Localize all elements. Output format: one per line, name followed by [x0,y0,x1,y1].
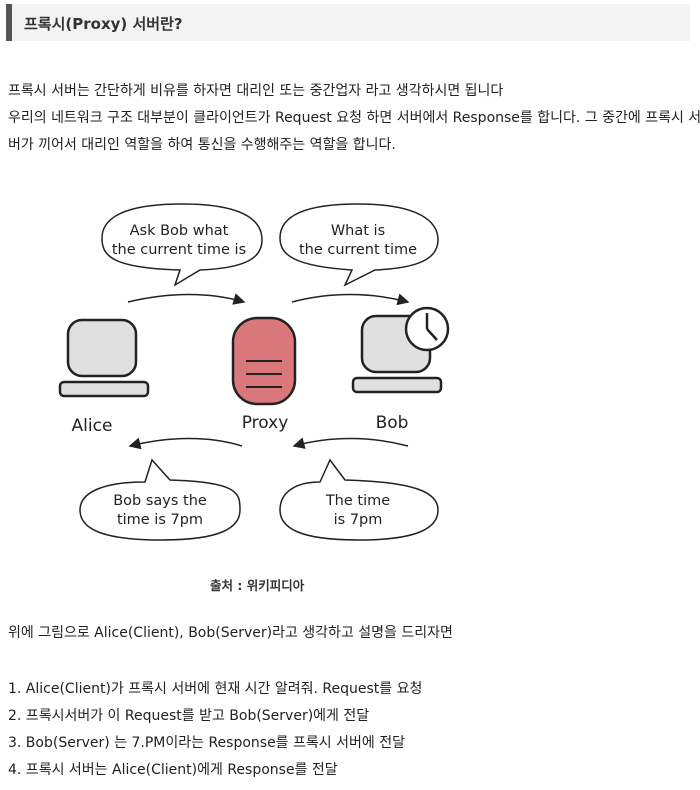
speech-bubble-proxy-request: What is the current time [279,203,439,287]
bob-label: Bob [376,413,409,433]
alice-label: Alice [72,416,113,436]
explain-text: 위에 그림으로 Alice(Client), Bob(Server)라고 생각하… [8,625,453,641]
speech-bubble-bob-response: The time is 7pm [279,458,439,541]
arrow-proxy-to-bob [291,293,410,306]
image-caption: 출처 : 위키피디아 [210,578,305,593]
bubble-proxy-request-line2: the current time [299,242,417,258]
arrow-bob-to-proxy [292,437,409,449]
alice-computer-icon [58,318,150,398]
arrow-proxy-to-alice [128,437,243,450]
proxy-server-icon [231,316,297,406]
proxy-label: Proxy [242,413,289,433]
speech-bubble-proxy-response: Bob says the time is 7pm [79,458,241,541]
bubble-alice-request-line1: Ask Bob what [130,223,229,239]
bubble-proxy-request-line1: What is [331,223,385,239]
bob-computer-icon [351,306,450,394]
step-item-1: 1. Alice(Client)가 프록시 서버에 현재 시간 알려줘. Req… [8,681,423,697]
section-heading-text: 프록시(Proxy) 서버란? [24,15,183,33]
proxy-diagram: Ask Bob what the current time is What is… [58,203,450,541]
bubble-alice-request-line2: the current time is [112,242,246,258]
speech-bubble-alice-request: Ask Bob what the current time is [101,203,263,287]
step-item-3: 3. Bob(Server) 는 7.PM이라는 Response를 프록시 서… [8,735,405,751]
step-item-2: 2. 프록시서버가 이 Request를 받고 Bob(Server)에게 전달 [8,708,370,724]
intro-line-1: 프록시 서버는 간단하게 비유를 하자면 대리인 또는 중간업자 라고 생각하시… [8,83,504,99]
clock-icon [404,306,450,352]
section-heading: 프록시(Proxy) 서버란? [6,4,690,41]
step-item-4: 4. 프록시 서버는 Alice(Client)에게 Response를 전달 [8,762,338,778]
bubble-proxy-response-line2: time is 7pm [117,512,203,528]
arrow-alice-to-proxy [127,293,246,305]
bubble-proxy-response-line1: Bob says the [113,493,207,509]
bubble-bob-response-line2: is 7pm [334,512,383,528]
bubble-bob-response-line1: The time [325,493,390,509]
intro-line-3: 버가 끼어서 대리인 역할을 하여 통신을 수행해주는 역할을 합니다. [8,137,396,153]
intro-line-2: 우리의 네트워크 구조 대부분이 클라이언트가 Request 요청 하면 서버… [8,110,700,126]
